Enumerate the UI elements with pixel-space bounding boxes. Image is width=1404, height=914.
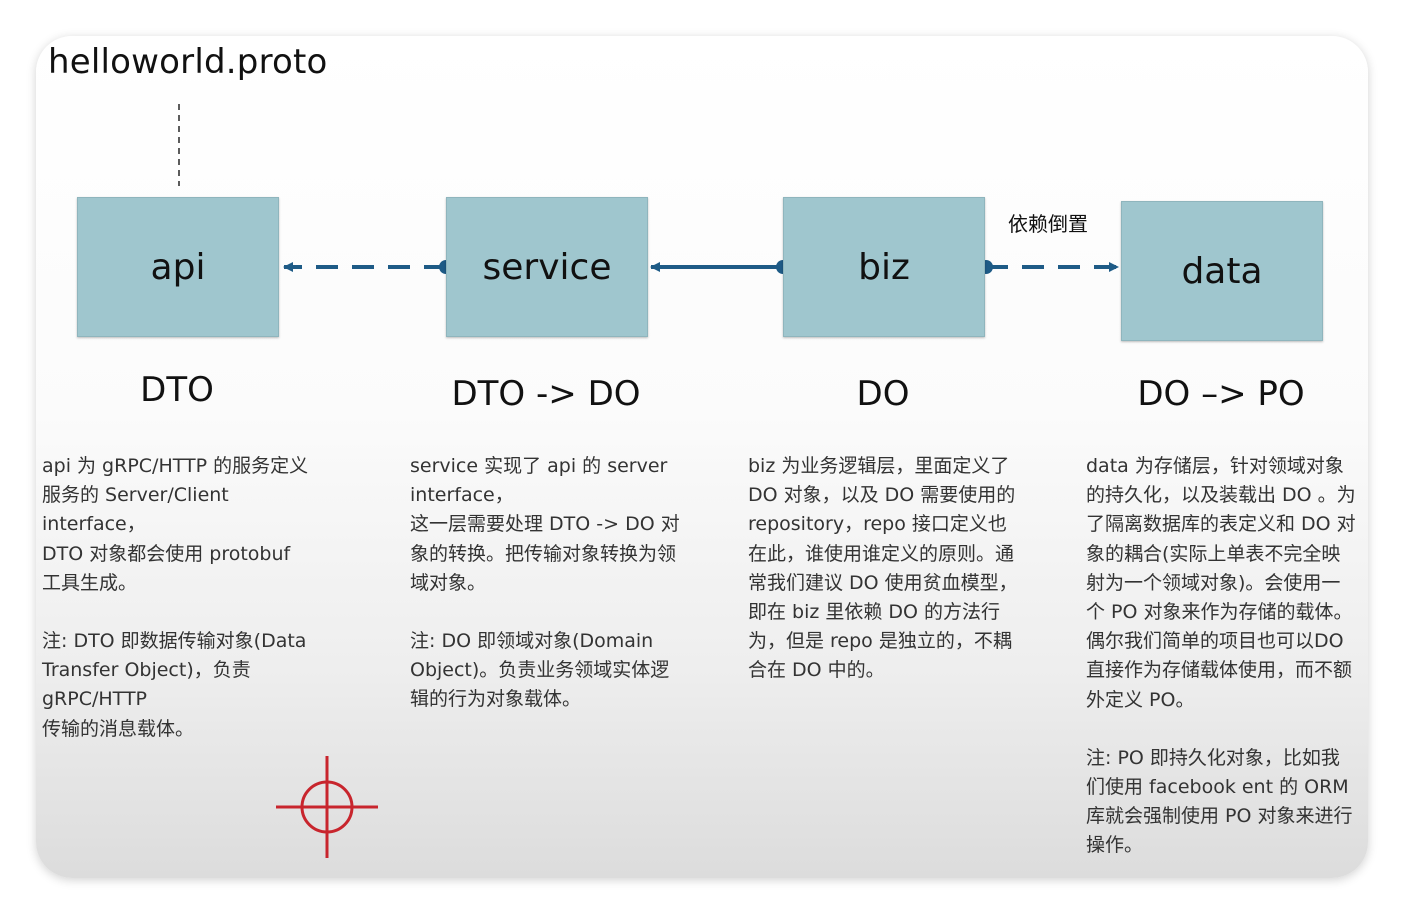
biz-description-text: biz 为业务逻辑层，里面定义了 DO 对象，以及 DO 需要使用的 repos… — [748, 455, 1018, 682]
api-layer-label: DTO — [140, 370, 214, 410]
crosshair-icon — [276, 756, 378, 858]
biz-node: biz — [783, 197, 985, 337]
biz-description: biz 为业务逻辑层，里面定义了 DO 对象，以及 DO 需要使用的 repos… — [748, 452, 1020, 686]
data-node: data — [1121, 201, 1323, 341]
proto-file-title: helloworld.proto — [48, 42, 328, 82]
dependency-inversion-label: 依赖倒置 — [1008, 212, 1088, 236]
service-layer-label: DTO -> DO — [451, 374, 641, 414]
api-description-note: 注: DTO 即数据传输对象(Data Transfer Object)，负责 … — [42, 630, 307, 740]
data-description-note: 注: PO 即持久化对象，比如我们使用 facebook ent 的 ORM 库… — [1086, 746, 1353, 857]
data-description-text: data 为存储层，针对领域对象的持久化，以及装载出 DO 。为了隔离数据库的表… — [1086, 455, 1356, 711]
api-description: api 为 gRPC/HTTP 的服务定义 服务的 Server/Client … — [42, 452, 314, 744]
service-description-note: 注: DO 即领域对象(Domain Object)。负责业务领域实体逻辑的行为… — [410, 630, 670, 711]
data-layer-label: DO –> PO — [1137, 374, 1305, 414]
diagram-card: helloworld.proto api service biz data 依赖… — [36, 36, 1368, 878]
service-description-text: service 实现了 api 的 server interface， 这一层需… — [410, 455, 680, 594]
api-node: api — [77, 197, 279, 337]
service-node: service — [446, 197, 648, 337]
data-description: data 为存储层，针对领域对象的持久化，以及装载出 DO 。为了隔离数据库的表… — [1086, 452, 1358, 861]
api-description-text: api 为 gRPC/HTTP 的服务定义 服务的 Server/Client … — [42, 455, 309, 594]
service-description: service 实现了 api 的 server interface， 这一层需… — [410, 452, 680, 715]
biz-layer-label: DO — [856, 374, 910, 414]
